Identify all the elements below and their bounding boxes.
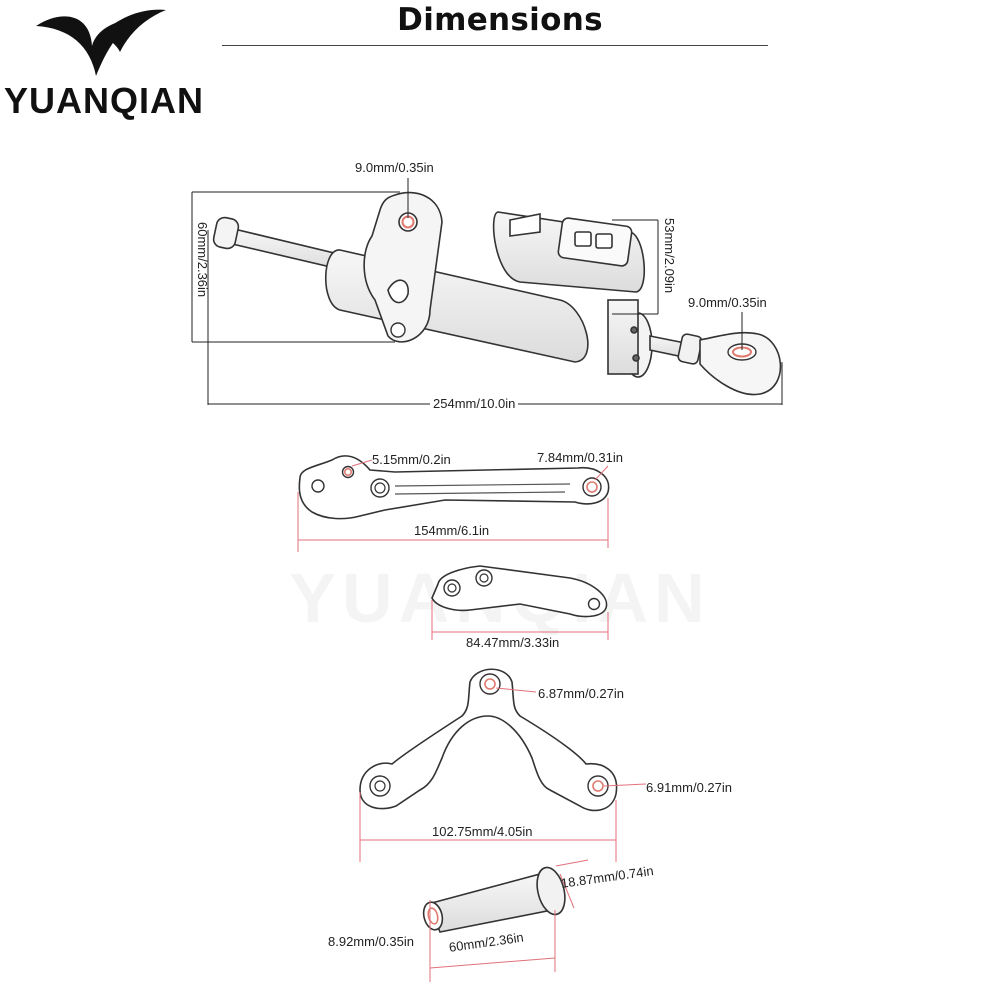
steering-damper (212, 191, 782, 396)
long-bracket-dimension-lines (297, 459, 609, 552)
arch-bracket-width-label: 102.75mm/4.05in (432, 824, 533, 839)
small-bracket-dimension-lines (431, 600, 609, 640)
brand-logo-icon (36, 9, 166, 76)
arch-bracket (359, 668, 618, 812)
long-bracket-hole-right-label: 7.84mm/0.31in (537, 450, 623, 465)
page-title: Dimensions (397, 2, 603, 38)
arch-bracket-top-hole-label: 6.87mm/0.27in (538, 686, 624, 701)
arch-bracket-dimension-lines (359, 687, 647, 862)
damper-height-left-label: 60mm/2.36in (195, 222, 210, 298)
spacer-sleeve (422, 866, 566, 933)
brand-name: YUANQIAN (4, 80, 205, 121)
damper-length-label: 254mm/10.0in (430, 396, 519, 411)
long-bracket (298, 455, 610, 520)
damper-height-right-label: 53mm/2.09in (662, 218, 677, 294)
spacer-inner-diameter-label: 8.92mm/0.35in (328, 934, 414, 949)
title-underline (222, 45, 768, 46)
arch-bracket-side-hole-label: 6.91mm/0.27in (646, 780, 732, 795)
spacer-dimension-lines (429, 859, 589, 982)
rod-end-hole-label: 9.0mm/0.35in (688, 295, 767, 310)
damper-mount-hole-label: 9.0mm/0.35in (355, 160, 434, 175)
long-bracket-hole-left-label: 5.15mm/0.2in (372, 452, 451, 467)
small-bracket-length-label: 84.47mm/3.33in (466, 635, 560, 650)
long-bracket-length-label: 154mm/6.1in (414, 523, 490, 538)
